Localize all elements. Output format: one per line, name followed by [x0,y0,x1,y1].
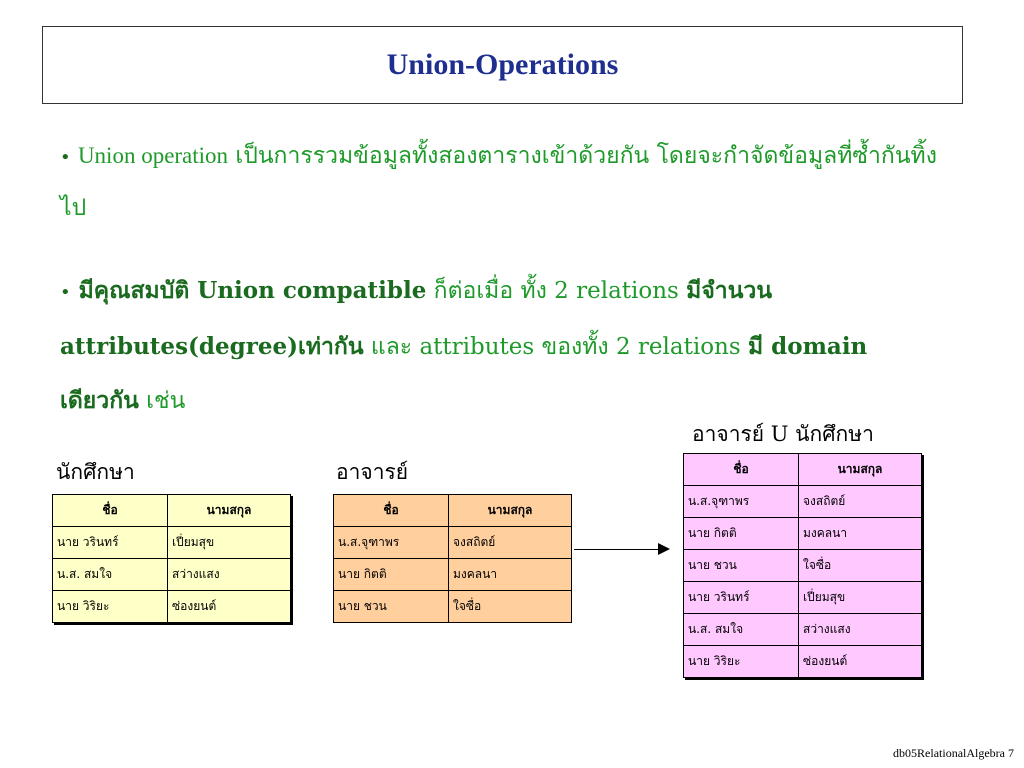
cell-surname: เปี่ยมสุข [167,526,291,559]
table-row: น.ส.จุฑาพร จงสถิตย์ [333,526,572,559]
table-row: นาย ชวน ใจซื่อ [333,590,572,623]
paragraph-union-definition: • Union operation เป็นการรวมข้อมูลทั้งสอ… [60,130,940,234]
para1-english: Union operation [77,143,229,168]
column-header-surname: นามสกุล [798,453,922,486]
cell-name: นาย กิตติ [683,517,799,550]
column-header-name: ชื่อ [52,494,168,527]
cell-surname: สว่างแสง [798,613,922,646]
cell-name: นาย วิริยะ [683,645,799,678]
students-table-label: นักศึกษา [56,460,135,484]
cell-surname: มงคลนา [448,558,572,591]
table-row: นาย กิตติ มงคลนา [333,558,572,591]
bullet: • [60,147,71,168]
para2-part6: เช่น [138,388,186,414]
table-row: นาย วิริยะ ซ่องยนต์ [52,590,291,623]
arrow-right-icon [658,543,670,555]
cell-name: น.ส. สมใจ [52,558,168,591]
cell-surname: จงสถิตย์ [798,485,922,518]
cell-name: นาย ชวน [683,549,799,582]
table-row: นาย วรินทร์ เปี่ยมสุข [52,526,291,559]
cell-surname: สว่างแสง [167,558,291,591]
table-row: นาย ชวน ใจซื่อ [683,549,922,582]
table-row: น.ส.จุฑาพร จงสถิตย์ [683,485,922,518]
column-header-surname: นามสกุล [448,494,572,527]
teachers-table-label: อาจารย์ [336,460,409,484]
table-header-row: ชื่อ นามสกุล [683,453,922,486]
cell-name: นาย กิตติ [333,558,449,591]
cell-name: นาย ชวน [333,590,449,623]
cell-surname: ใจซื่อ [798,549,922,582]
cell-name: น.ส.จุฑาพร [333,526,449,559]
cell-name: นาย วรินทร์ [683,581,799,614]
cell-name: น.ส.จุฑาพร [683,485,799,518]
table-header-row: ชื่อ นามสกุล [52,494,291,527]
cell-surname: มงคลนา [798,517,922,550]
table-row: น.ส. สมใจ สว่างแสง [52,558,291,591]
students-table: ชื่อ นามสกุล นาย วรินทร์ เปี่ยมสุข น.ส. … [52,494,291,623]
title-box: Union-Operations [42,26,963,104]
para2-part3: มีจำนวน attributes(degree)เท่ากัน [60,277,773,360]
column-header-name: ชื่อ [683,453,799,486]
table-row: นาย กิตติ มงคลนา [683,517,922,550]
cell-surname: ซ่องยนต์ [798,645,922,678]
para1-thai: เป็นการรวมข้อมูลทั้งสองตารางเข้าด้วยกัน … [60,143,937,221]
para2-part5: มี domain เดียวกัน [60,333,868,414]
bullet: • [60,282,71,303]
arrow-line [574,549,662,550]
cell-surname: เปี่ยมสุข [798,581,922,614]
column-header-surname: นามสกุล [167,494,291,527]
cell-surname: จงสถิตย์ [448,526,572,559]
cell-name: นาย วรินทร์ [52,526,168,559]
slide-title: Union-Operations [386,48,619,81]
table-row: น.ส. สมใจ สว่างแสง [683,613,922,646]
cell-surname: ใจซื่อ [448,590,572,623]
union-table: ชื่อ นามสกุล น.ส.จุฑาพร จงสถิตย์ นาย กิต… [683,453,922,678]
table-row: นาย วิริยะ ซ่องยนต์ [683,645,922,678]
cell-name: นาย วิริยะ [52,590,168,623]
column-header-name: ชื่อ [333,494,449,527]
para2-part1: มีคุณสมบัติ Union compatible [70,277,427,304]
cell-surname: ซ่องยนต์ [167,590,291,623]
cell-name: น.ส. สมใจ [683,613,799,646]
para2-part2: ก็ต่อเมื่อ ทั้ง 2 relations [426,278,687,304]
teachers-table: ชื่อ นามสกุล น.ส.จุฑาพร จงสถิตย์ นาย กิต… [333,494,572,623]
slide-footer: db05RelationalAlgebra 7 [893,746,1014,760]
table-row: นาย วรินทร์ เปี่ยมสุข [683,581,922,614]
para2-part4: และ attributes ของทั้ง 2 relations [363,334,748,360]
paragraph-union-compatible: • มีคุณสมบัติ Union compatible ก็ต่อเมื่… [60,264,940,428]
table-header-row: ชื่อ นามสกุล [333,494,572,527]
union-table-label: อาจารย์ U นักศึกษา [692,422,874,446]
